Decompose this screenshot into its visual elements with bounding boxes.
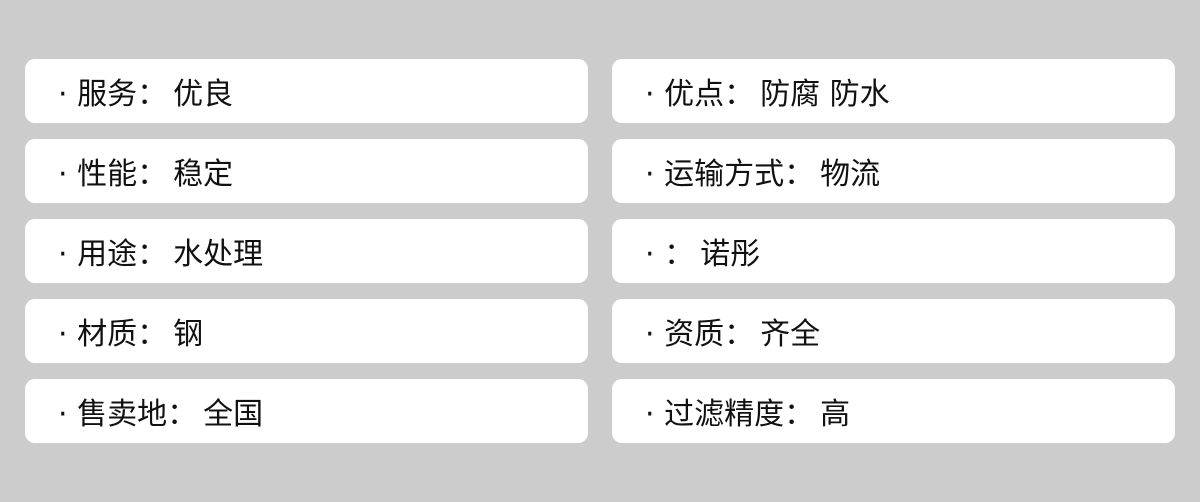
attribute-value: 钢 — [173, 317, 204, 352]
attribute-label: · 过滤精度： — [645, 397, 815, 432]
attribute-value: 优良 — [173, 77, 234, 112]
attribute-value: 全国 — [203, 397, 264, 432]
attribute-grid: · 服务：优良 · 优点：防腐 防水 · 性能：稳定 · 运输方式：物流 · 用… — [25, 59, 1175, 443]
attribute-label: · 性能： — [58, 157, 168, 192]
attribute-value: 防腐 防水 — [760, 77, 890, 112]
attribute-value: 高 — [820, 397, 851, 432]
attribute-card: · 资质：齐全 — [612, 299, 1175, 363]
attribute-card: · ：诺彤 — [612, 219, 1175, 283]
attribute-card: · 运输方式：物流 — [612, 139, 1175, 203]
attribute-label: · 优点： — [645, 77, 755, 112]
attribute-label: · 售卖地： — [58, 397, 198, 432]
attribute-value: 水处理 — [173, 237, 264, 272]
attribute-label: · ： — [645, 237, 695, 272]
attribute-value: 物流 — [820, 157, 881, 192]
attribute-card: · 性能：稳定 — [25, 139, 588, 203]
attribute-label: · 资质： — [645, 317, 755, 352]
attribute-card: · 用途：水处理 — [25, 219, 588, 283]
attribute-label: · 材质： — [58, 317, 168, 352]
attribute-value: 稳定 — [173, 157, 234, 192]
attribute-card: · 优点：防腐 防水 — [612, 59, 1175, 123]
attribute-card: · 材质：钢 — [25, 299, 588, 363]
attribute-value: 诺彤 — [700, 237, 761, 272]
attribute-card: · 过滤精度：高 — [612, 379, 1175, 443]
attribute-card: · 售卖地：全国 — [25, 379, 588, 443]
attribute-label: · 运输方式： — [645, 157, 815, 192]
attribute-value: 齐全 — [760, 317, 821, 352]
attribute-card: · 服务：优良 — [25, 59, 588, 123]
attribute-label: · 用途： — [58, 237, 168, 272]
attribute-label: · 服务： — [58, 77, 168, 112]
